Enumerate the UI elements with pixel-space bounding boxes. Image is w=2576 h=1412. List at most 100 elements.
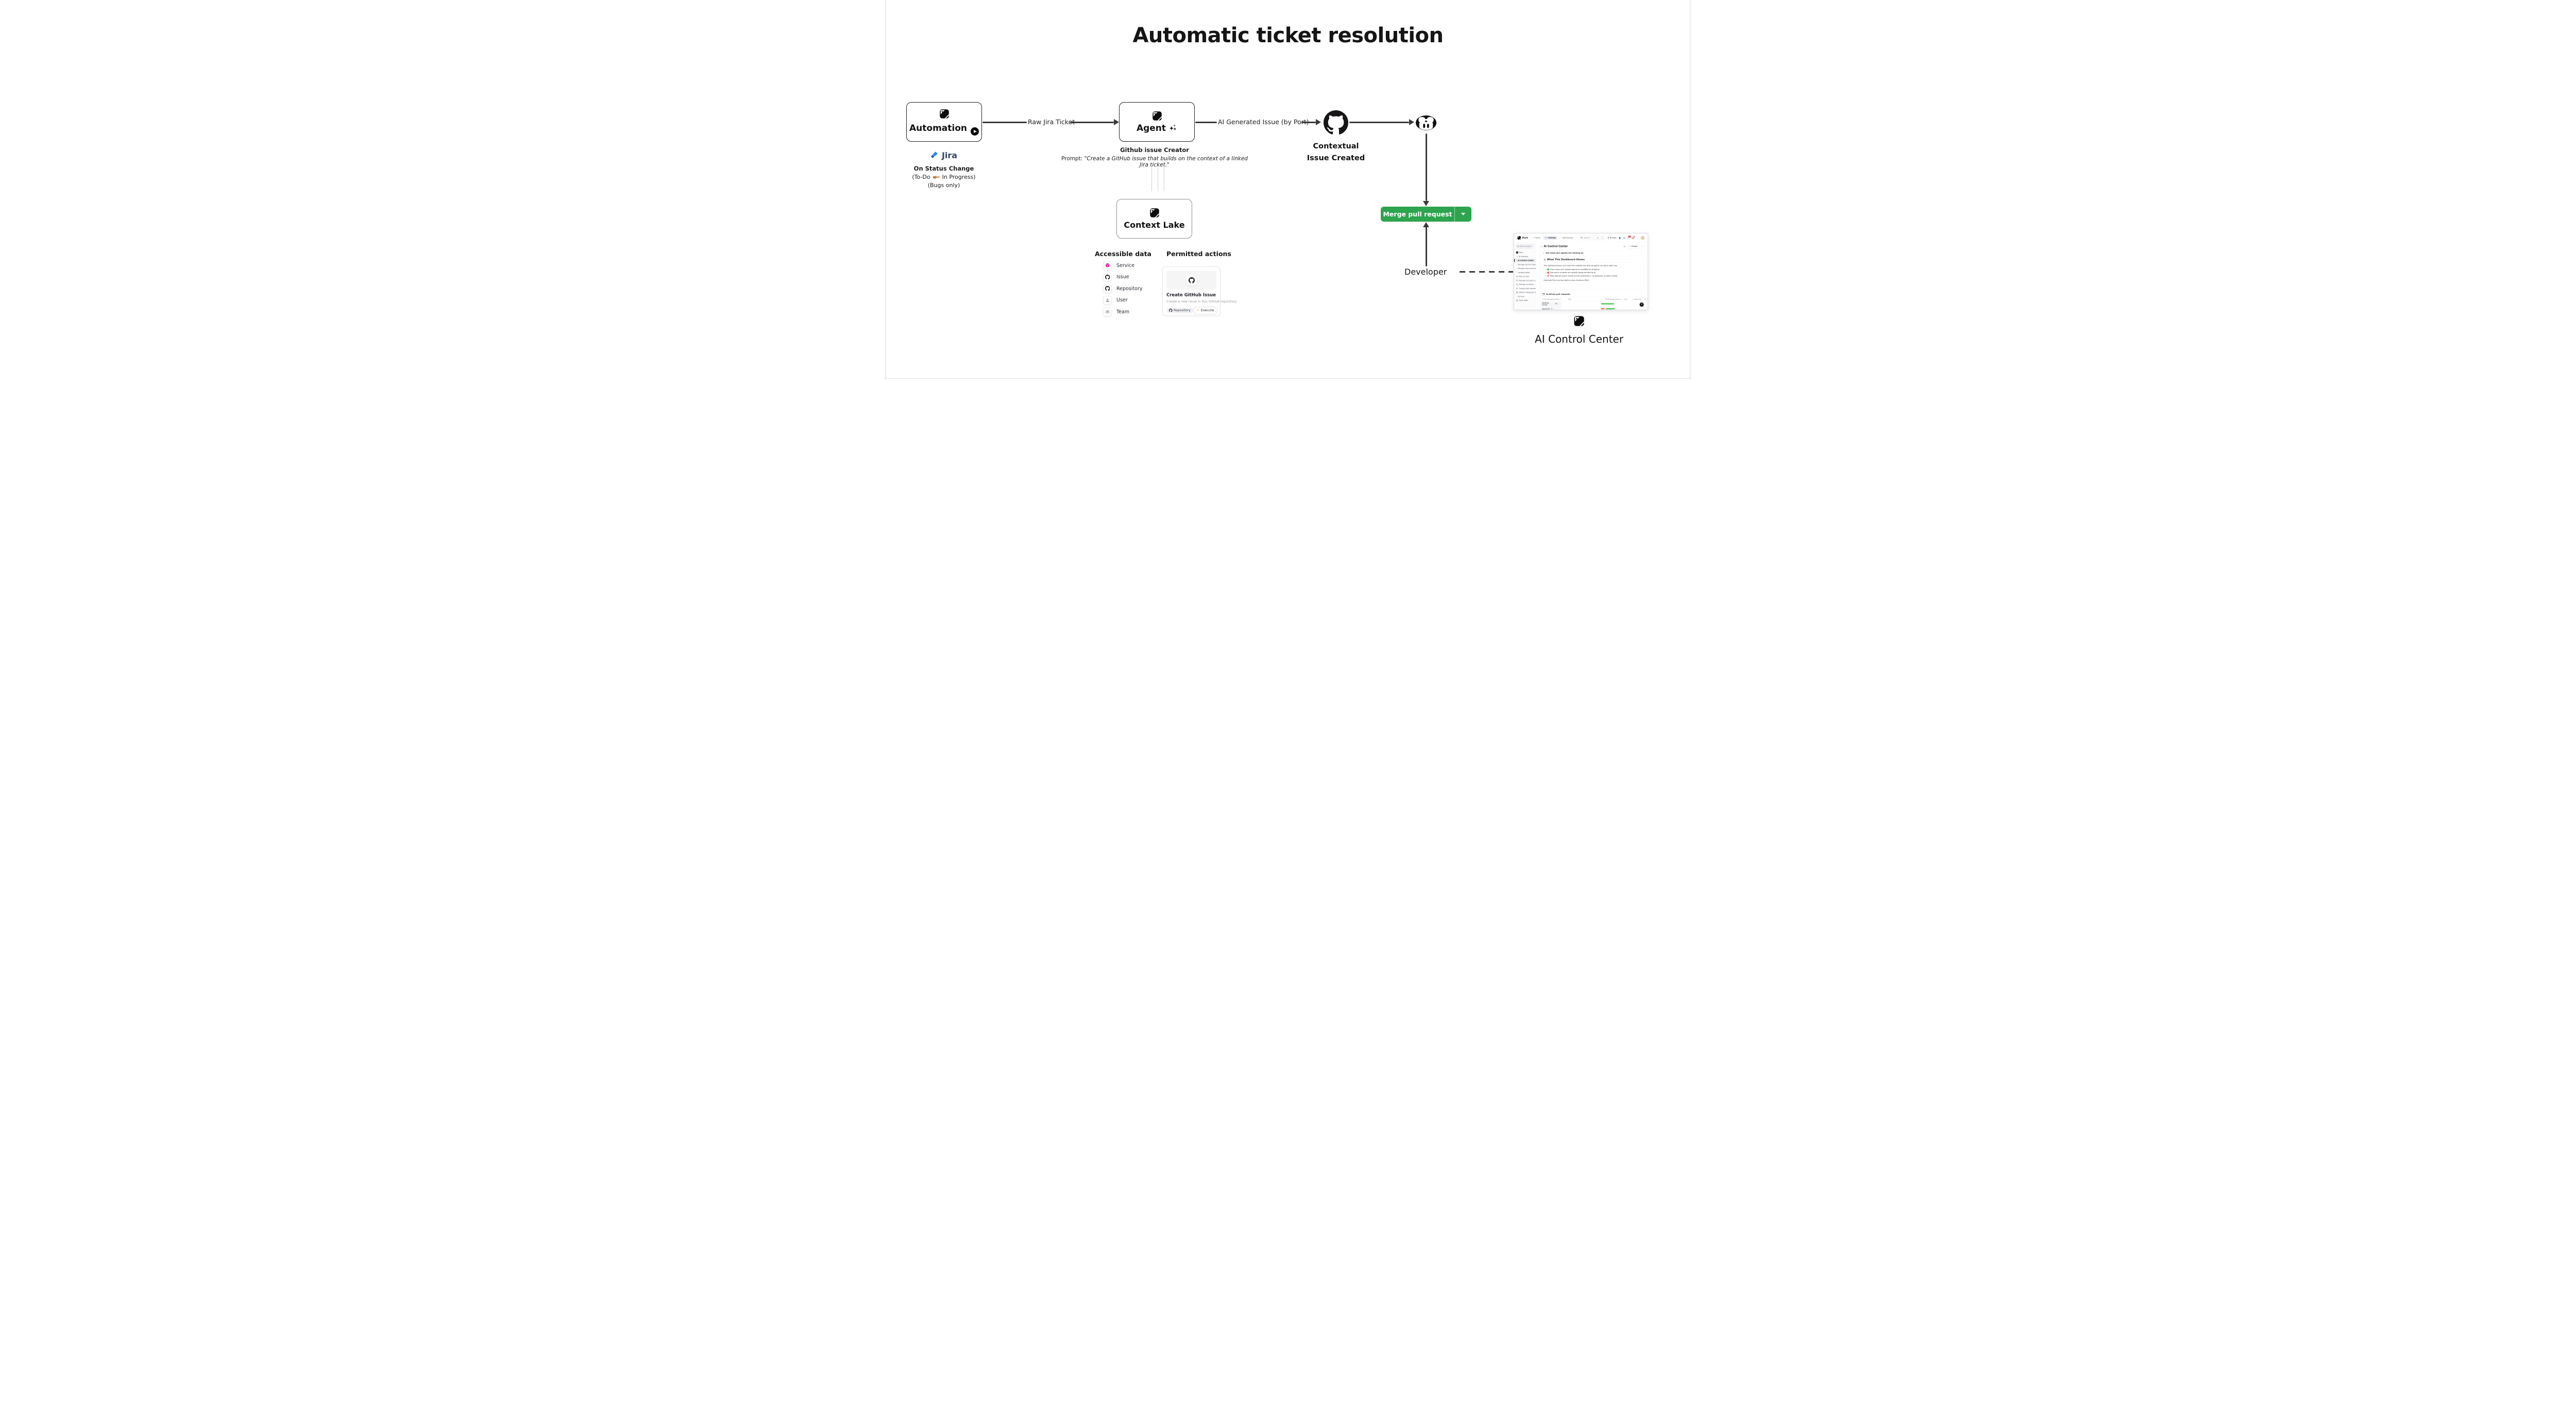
agent-prompt: Prompt: "Create a GitHub issue that buil…: [1059, 156, 1250, 168]
dashboard-grid-icon: [1516, 291, 1518, 294]
notification-badge: 2: [1628, 236, 1631, 238]
github-result-line2: Issue Created: [1307, 154, 1365, 162]
execute-button[interactable]: ⚡Execute: [1193, 306, 1218, 314]
count-badge: 5: [1550, 308, 1553, 310]
plan-icon: [1516, 275, 1518, 278]
edge-github-copilot-line: [1349, 122, 1409, 123]
sidebar-search-input: Search pages: [1516, 244, 1534, 249]
ai-control-center-caption: AI Control Center: [1528, 315, 1631, 345]
github-result-line1: Contextual: [1313, 142, 1359, 150]
sidebar-item-manage-incidents: Manage incidents: [1514, 282, 1536, 287]
sidebar-item-ai-control-center: AI Control Center: [1514, 258, 1536, 263]
play-icon[interactable]: [971, 127, 979, 136]
agent-prompt-quote: "Create a GitHub issue that builds on th…: [1084, 156, 1248, 168]
context-pipe-line: [1151, 167, 1153, 191]
permitted-actions-heading: Permitted actions: [1166, 250, 1231, 258]
github-copilot-icon: [1414, 114, 1438, 133]
compliance-icon: [1516, 287, 1518, 290]
automation-node-label: Automation: [909, 123, 967, 133]
list-item: User: [1103, 296, 1143, 305]
nav-catalog: ≔Catalog: [1543, 236, 1557, 240]
sparkle-icon: [1543, 252, 1545, 254]
pull-requests-card: AI-driven pull requests ◎ Coding agent s…: [1540, 291, 1646, 310]
github-result-caption: Contextual Issue Created: [1295, 141, 1377, 164]
unread-dot: [1634, 236, 1635, 237]
page-title: Automatic ticket resolution: [1132, 24, 1444, 47]
service-cube-icon: [1105, 263, 1110, 268]
port-logo-icon: [1149, 208, 1160, 218]
add-widget-button: + Widget: [1627, 244, 1640, 249]
jira-logo-icon: [930, 151, 939, 160]
agent-node-label: Agent: [1136, 123, 1166, 133]
accessible-item-label: Repository: [1116, 285, 1143, 292]
edge-raw-ticket-line1: [982, 122, 1027, 123]
trigger-title: On Status Change: [913, 165, 974, 172]
port-logo-icon: [1517, 236, 1521, 240]
github-icon: [1105, 286, 1110, 291]
merge-pull-request-button[interactable]: Merge pull request: [1381, 207, 1471, 222]
merge-options-dropdown[interactable]: [1455, 213, 1471, 215]
user-icon: [1105, 298, 1110, 303]
pointing-right-emoji-icon: [933, 175, 940, 179]
edge-raw-ticket-line2: [1070, 122, 1114, 123]
github-icon: [1169, 309, 1173, 312]
k-key: K: [1600, 236, 1604, 240]
port-logo-icon: [939, 109, 950, 119]
edge-copilot-merge-arrowhead: [1423, 201, 1429, 206]
agent-caption: Github issue Creator Prompt: "Create a G…: [1059, 146, 1250, 168]
ai-sparkles-icon: [1168, 124, 1177, 132]
edge-developer-merge-line: [1426, 227, 1427, 266]
page-left-border: [885, 0, 886, 379]
agent-prompt-prefix: Prompt:: [1061, 156, 1084, 162]
edge-developer-dashboard-dashed-line: [1460, 271, 1513, 273]
action-card-create-github-issue[interactable]: Create GitHub Issue Create a new issue i…: [1162, 266, 1236, 316]
section-title: What This Dashboard Shows: [1547, 258, 1585, 261]
list-item: ✓✅Track every pull request opened or mod…: [1546, 268, 1640, 271]
table-icon: [1543, 293, 1545, 296]
chevron-right-icon: ›: [1516, 295, 1517, 298]
team-icon: [1105, 309, 1110, 314]
sidebar-item-new: +New: [1516, 251, 1523, 254]
invite-user-icon: 👤: [1618, 237, 1621, 239]
automation-node[interactable]: Automation: [906, 102, 982, 142]
sidebar-item-surveys: ›Surveys: [1516, 295, 1524, 298]
sidebar-item-manage-service-catalog: ›Manage service catalog: [1516, 263, 1536, 266]
list-item: 🧠Stay aligned across human and AI contri…: [1546, 274, 1640, 277]
sparkle-icon: [1540, 245, 1543, 247]
more-icon: ⋯: [1641, 245, 1644, 248]
edge-ai-issue-arrowhead: [1316, 119, 1321, 125]
accessible-data-heading: Accessible data: [1095, 250, 1151, 258]
app-sidebar: Search pages +New AI Initiative AI Contr…: [1514, 242, 1536, 310]
repository-tag: Repository: [1166, 307, 1193, 313]
history-icon: 🕓2: [1627, 236, 1631, 239]
sidebar-item-catalog-tables: ›Catalog tables: [1516, 271, 1530, 274]
count-badge: 20: [1554, 302, 1558, 305]
context-lake-node[interactable]: Context Lake: [1116, 199, 1192, 239]
action-card-banner: [1166, 271, 1216, 290]
page-bottom-border: [884, 378, 1692, 379]
accessible-item-label: Service: [1116, 262, 1135, 268]
jira-caption: Jira On Status Change (To-Do 👉🏾 In Progr…: [892, 150, 995, 189]
port-brand: Port: [1517, 236, 1528, 240]
merge-pull-request-label: Merge pull request: [1383, 210, 1452, 218]
list-item: Issue: [1103, 273, 1143, 281]
action-card-title: Create GitHub Issue: [1166, 293, 1216, 298]
incident-icon: [1516, 283, 1518, 285]
sidebar-item-daily-tasks: Daily Tasks: [1514, 298, 1536, 302]
chevron-right-icon: ›: [1558, 302, 1560, 305]
team-icon: [1516, 279, 1518, 281]
agent-name: Github issue Creator: [1120, 146, 1189, 154]
sidebar-item-ai-initiative: AI Initiative: [1514, 255, 1536, 259]
sparkle-icon: [1516, 256, 1518, 257]
avatar: [1640, 236, 1645, 240]
github-icon: [1189, 277, 1195, 283]
agent-node[interactable]: Agent: [1119, 102, 1195, 142]
edge-developer-merge-arrowhead: [1423, 222, 1429, 227]
accessible-data-list: Service Issue Repository User Team: [1103, 261, 1143, 316]
home-icon: ⌂: [1533, 237, 1534, 239]
global-search-input: Search ⌘ K: [1579, 235, 1606, 240]
banner-text: See what your agents are working on: [1546, 252, 1584, 255]
search-icon: [1517, 246, 1519, 247]
github-icon: [1324, 110, 1348, 135]
